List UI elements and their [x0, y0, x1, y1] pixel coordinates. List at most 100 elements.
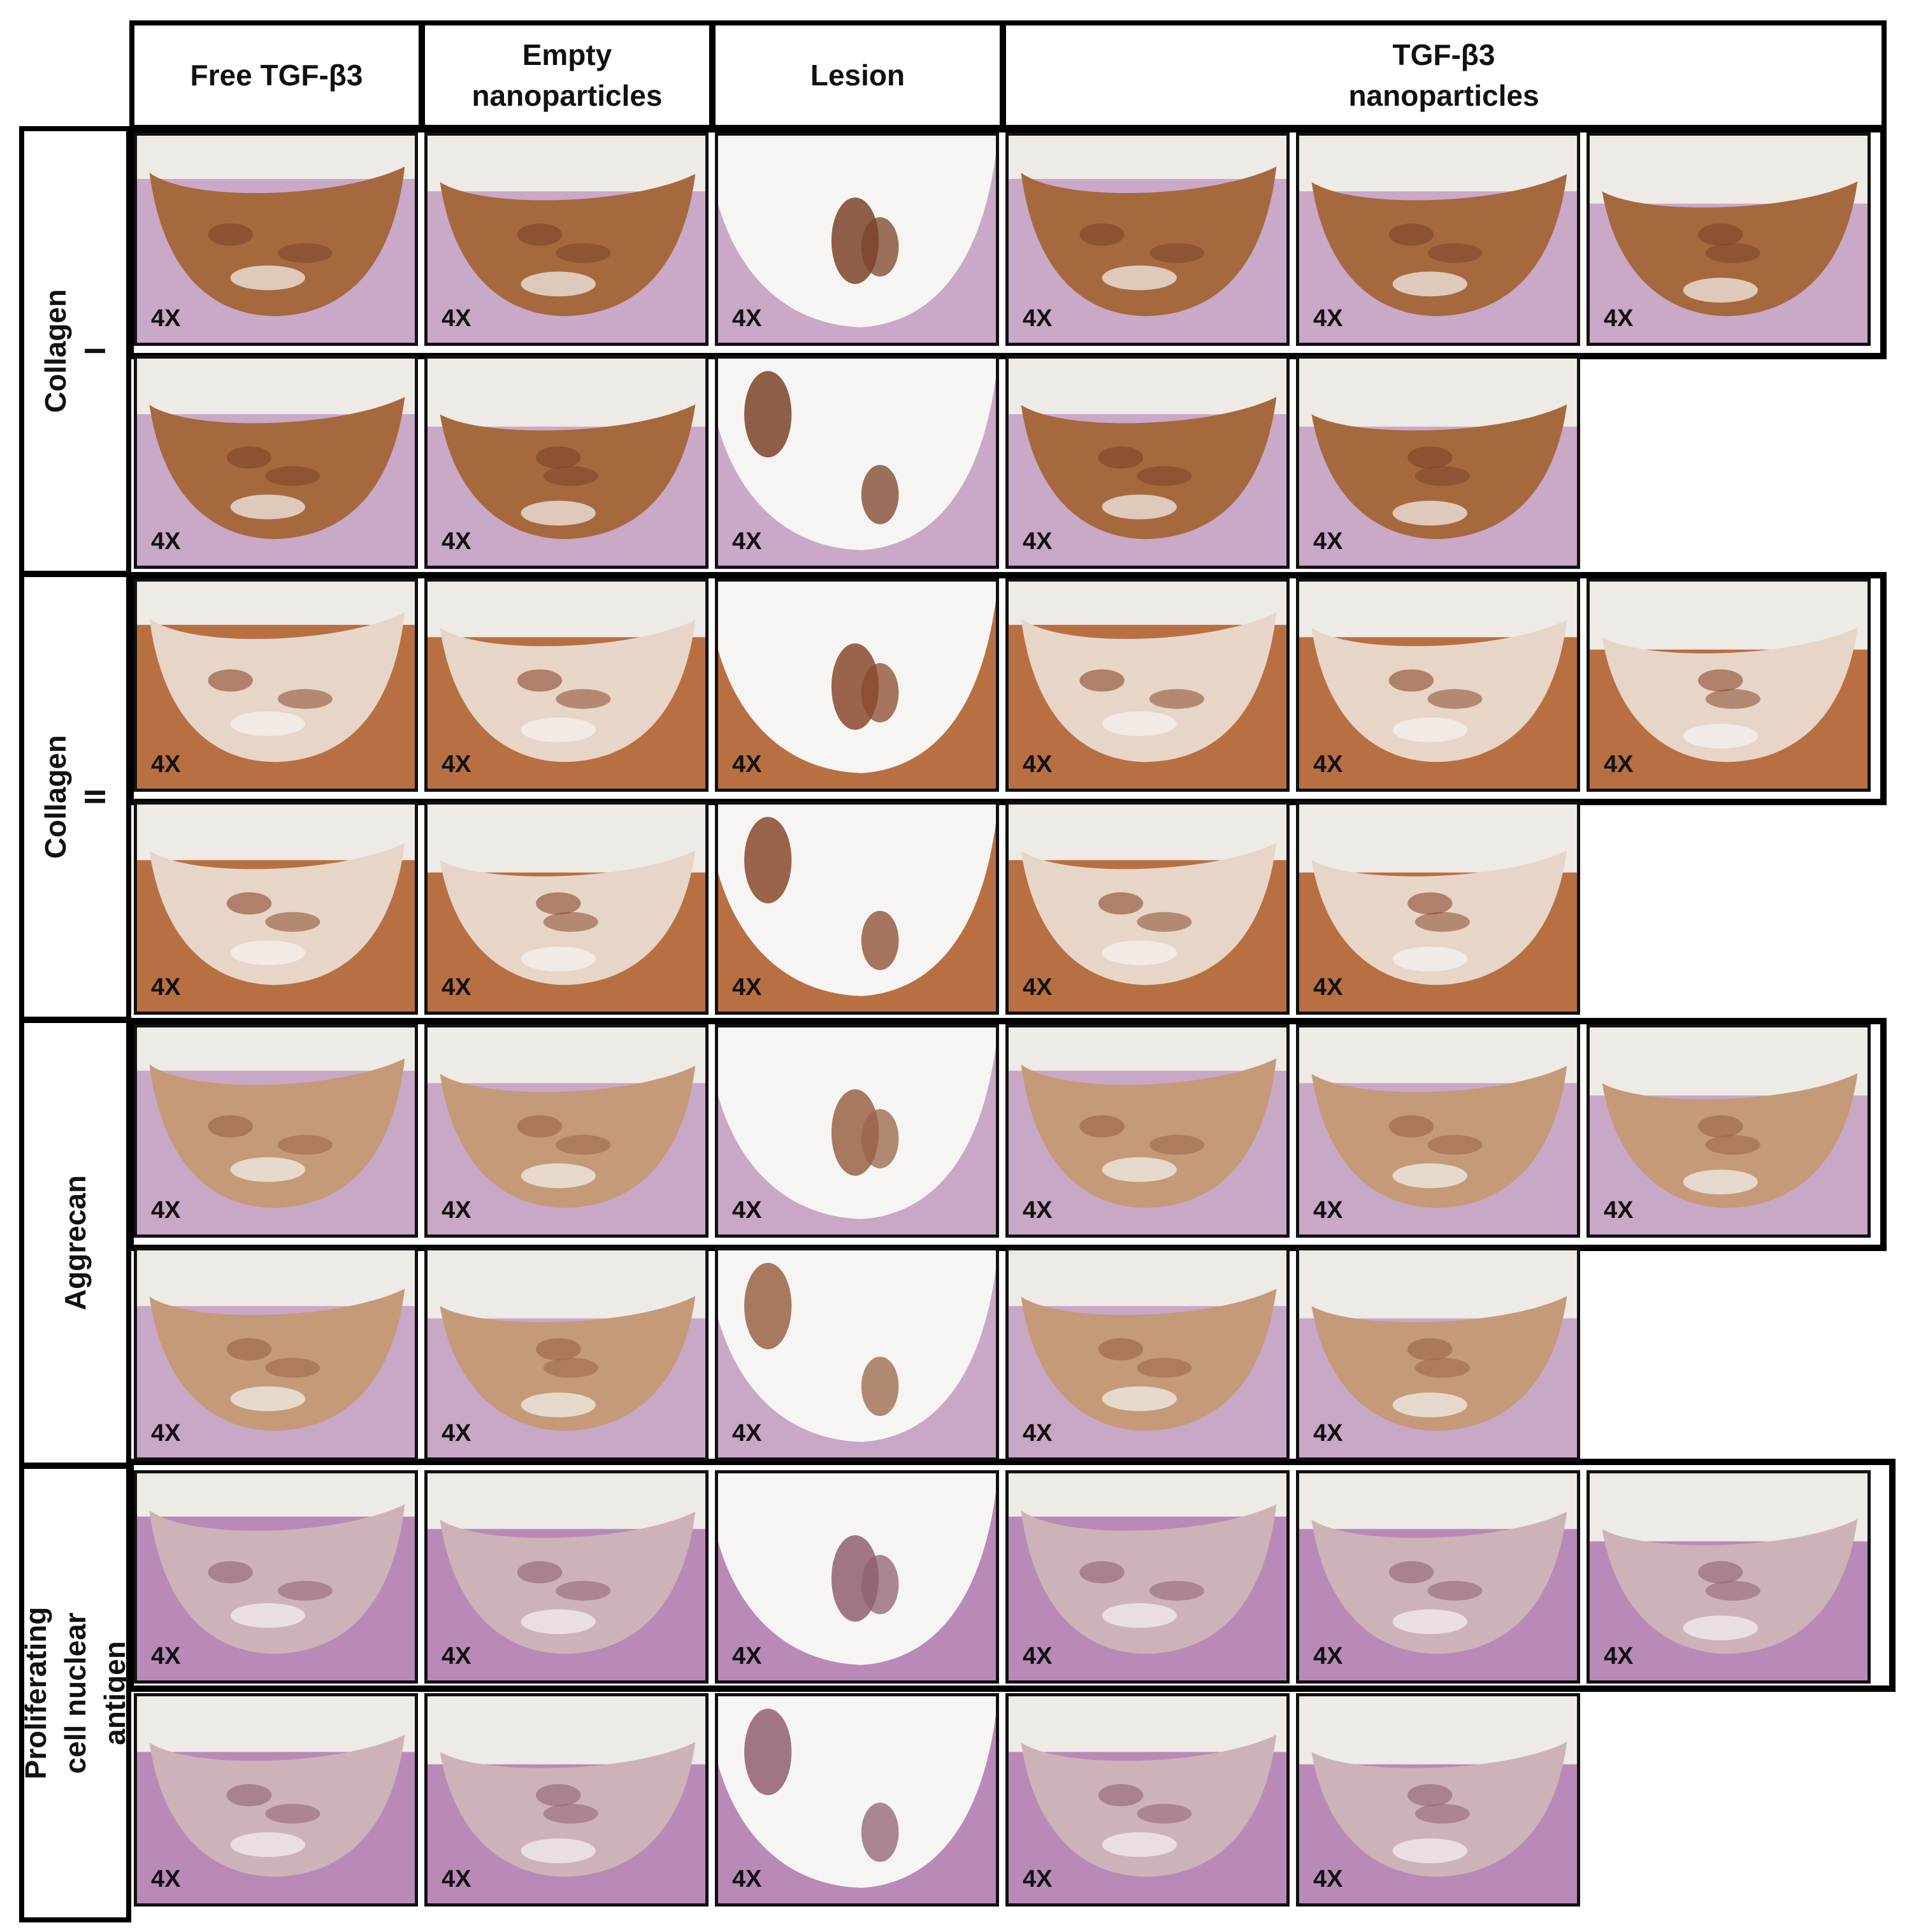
micrograph-tile: 4X [424, 355, 709, 569]
magnification-label: 4X [151, 528, 181, 555]
micrograph-tile: 4X [134, 1470, 418, 1684]
magnification-label: 4X [151, 1643, 181, 1670]
micrograph-tile: 4X [1005, 801, 1290, 1015]
magnification-label: 4X [151, 1197, 181, 1224]
micrograph-tile: 4X [134, 578, 418, 792]
column-header-free-tgf-label: Free TGF-β3 [190, 59, 363, 92]
magnification-label: 4X [151, 1866, 181, 1893]
magnification-label: 4X [1023, 751, 1053, 778]
micrograph-tile: 4X [1587, 132, 1871, 346]
micrograph-tile: 4X [1296, 1247, 1580, 1461]
micrograph-tile: 4X [1296, 1024, 1580, 1238]
magnification-label: 4X [442, 974, 471, 1001]
magnification-label: 4X [1313, 751, 1343, 778]
micrograph-tile: 4X [715, 1247, 999, 1461]
micrograph-tile: 4X [424, 1470, 709, 1684]
micrograph-tile: 4X [424, 1693, 709, 1907]
magnification-label: 4X [151, 974, 181, 1001]
magnification-label: 4X [1313, 1866, 1343, 1893]
micrograph-tile: 4X [424, 132, 709, 346]
magnification-label: 4X [442, 1197, 471, 1224]
magnification-label: 4X [732, 1197, 762, 1224]
magnification-label: 4X [1023, 974, 1053, 1001]
micrograph-tile: 4X [1296, 801, 1580, 1015]
magnification-label: 4X [1604, 1643, 1634, 1670]
column-header-tgf-nanoparticles-label: TGF-β3 nanoparticles [1348, 38, 1539, 112]
magnification-label: 4X [442, 1866, 471, 1893]
magnification-label: 4X [732, 974, 762, 1001]
row-label-aggrecan-text: Aggrecan [59, 1175, 92, 1311]
micrograph-tile: 4X [1587, 1024, 1871, 1238]
magnification-label: 4X [1313, 528, 1343, 555]
micrograph-tile: 4X [134, 1024, 418, 1238]
micrograph-tile: 4X [1296, 132, 1580, 346]
row-label-collagen-1-text: Collagen I [39, 289, 112, 413]
magnification-label: 4X [1313, 974, 1343, 1001]
magnification-label: 4X [442, 305, 471, 332]
column-header-empty-nanoparticles-label: Empty nanoparticles [471, 38, 663, 112]
magnification-label: 4X [1023, 305, 1053, 332]
column-header-lesion-label: Lesion [810, 59, 905, 92]
magnification-label: 4X [1313, 1420, 1343, 1447]
micrograph-tile: 4X [134, 355, 418, 569]
column-header-tgf-nanoparticles: TGF-β3 nanoparticles [1001, 20, 1887, 130]
magnification-label: 4X [1604, 305, 1634, 332]
magnification-label: 4X [1023, 1197, 1053, 1224]
micrograph-tile: 4X [1296, 1470, 1580, 1684]
magnification-label: 4X [1313, 1197, 1343, 1224]
row-label-collagen-1: Collagen I [19, 126, 131, 576]
micrograph-tile: 4X [715, 578, 999, 792]
column-header-empty-nanoparticles: Empty nanoparticles [420, 20, 714, 130]
micrograph-tile: 4X [1296, 1693, 1580, 1907]
micrograph-tile: 4X [1296, 578, 1580, 792]
magnification-label: 4X [732, 305, 762, 332]
magnification-label: 4X [732, 1866, 762, 1893]
micrograph-tile: 4X [715, 355, 999, 569]
micrograph-tile: 4X [134, 1247, 418, 1461]
micrograph-tile: 4X [715, 1470, 999, 1684]
micrograph-tile: 4X [1005, 1247, 1290, 1461]
micrograph-tile: 4X [134, 1693, 418, 1907]
micrograph-tile: 4X [1005, 1693, 1290, 1907]
micrograph-tile: 4X [424, 1024, 709, 1238]
micrograph-tile: 4X [134, 801, 418, 1015]
magnification-label: 4X [1313, 305, 1343, 332]
micrograph-tile: 4X [1005, 578, 1290, 792]
magnification-label: 4X [1023, 1866, 1053, 1893]
micrograph-tile: 4X [1005, 1024, 1290, 1238]
micrograph-tile: 4X [715, 801, 999, 1015]
micrograph-tile: 4X [424, 1247, 709, 1461]
row-label-collagen-2: Collagen II [19, 572, 131, 1022]
magnification-label: 4X [1313, 1643, 1343, 1670]
magnification-label: 4X [1604, 751, 1634, 778]
magnification-label: 4X [732, 1420, 762, 1447]
row-label-aggrecan: Aggrecan [19, 1018, 131, 1468]
row-label-pcna-text: Proliferating cell nuclear antigen [19, 1606, 131, 1780]
micrograph-tile: 4X [715, 1024, 999, 1238]
row-label-pcna: Proliferating cell nuclear antigen [19, 1464, 131, 1922]
magnification-label: 4X [1604, 1197, 1634, 1224]
micrograph-tile: 4X [715, 1693, 999, 1907]
magnification-label: 4X [1023, 1643, 1053, 1670]
micrograph-tile: 4X [1587, 1470, 1871, 1684]
magnification-label: 4X [151, 751, 181, 778]
micrograph-tile: 4X [715, 132, 999, 346]
micrograph-tile: 4X [1005, 355, 1290, 569]
magnification-label: 4X [442, 528, 471, 555]
magnification-label: 4X [442, 1643, 471, 1670]
magnification-label: 4X [442, 751, 471, 778]
magnification-label: 4X [1023, 1420, 1053, 1447]
magnification-label: 4X [151, 1420, 181, 1447]
magnification-label: 4X [732, 1643, 762, 1670]
micrograph-tile: 4X [1296, 355, 1580, 569]
micrograph-tile: 4X [1587, 578, 1871, 792]
micrograph-tile: 4X [1005, 132, 1290, 346]
micrograph-tile: 4X [424, 801, 709, 1015]
row-label-collagen-2-text: Collagen II [39, 734, 112, 859]
magnification-label: 4X [151, 305, 181, 332]
magnification-label: 4X [1023, 528, 1053, 555]
magnification-label: 4X [732, 528, 762, 555]
micrograph-tile: 4X [424, 578, 709, 792]
magnification-label: 4X [732, 751, 762, 778]
column-header-lesion: Lesion [710, 20, 1005, 130]
